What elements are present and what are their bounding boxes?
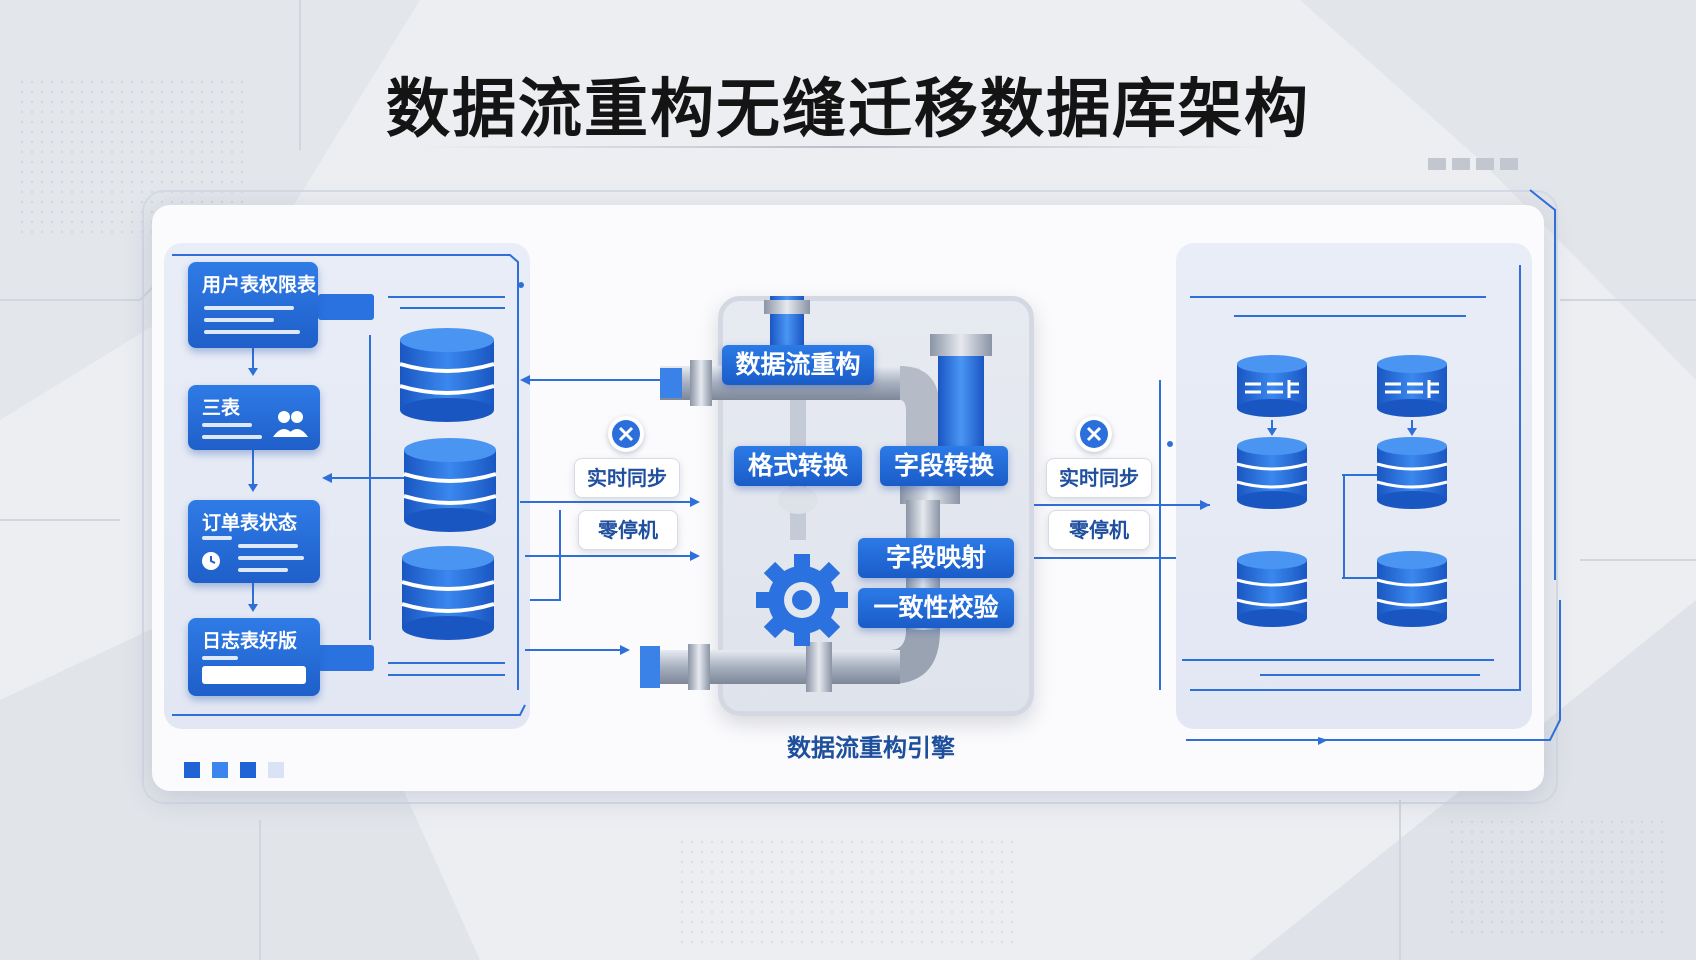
field-mapping-label: 字段映射 [858, 538, 1014, 578]
zero-downtime-chip-right[interactable]: 零停机 [1048, 510, 1150, 550]
pager-dot [268, 762, 284, 778]
gear-icon [756, 554, 848, 646]
database-icon [1237, 355, 1307, 417]
source-table-label: 订单表状态 [202, 512, 298, 534]
panel-frame [142, 190, 1558, 804]
zero-downtime-chip-left[interactable]: 零停机 [578, 510, 678, 550]
page-title: 数据流重构无缝迁移数据库架构 [386, 73, 1310, 147]
source-table-label: 三表 [202, 397, 241, 419]
field-transform-label: 字段转换 [880, 446, 1008, 486]
close-icon[interactable] [608, 416, 644, 452]
database-icon [403, 438, 497, 532]
engine-label-top: 数据流重构 [722, 345, 874, 385]
source-table-card-users[interactable]: 用户表权限表 [188, 262, 318, 348]
pager-dot [240, 762, 256, 778]
database-icon [1376, 551, 1448, 627]
database-icon [1376, 437, 1448, 509]
engine-caption: 数据流重构引擎 [787, 734, 955, 762]
source-table-label: 用户表权限表 [202, 274, 317, 296]
database-icon [1236, 551, 1308, 627]
source-table-card-main[interactable]: 三表 [188, 385, 320, 450]
title-underline [420, 146, 1276, 148]
realtime-sync-chip-left[interactable]: 实时同步 [574, 458, 680, 498]
database-icon [1236, 437, 1308, 509]
database-icon [401, 546, 495, 640]
source-table-card-orders[interactable]: 订单表状态 [188, 500, 320, 583]
realtime-sync-chip-right[interactable]: 实时同步 [1046, 458, 1152, 498]
target-zone [1176, 243, 1532, 729]
database-icon [1377, 355, 1447, 417]
source-table-label: 日志表好版 [202, 630, 298, 652]
pager-dot [184, 762, 200, 778]
source-table-card-logs[interactable]: 日志表好版 [188, 618, 320, 696]
decor-dashes [1428, 158, 1518, 170]
format-transform-label: 格式转换 [734, 446, 862, 486]
database-icon [399, 328, 495, 422]
consistency-check-label: 一致性校验 [858, 588, 1014, 628]
pager-dot [212, 762, 228, 778]
clock-icon [202, 552, 220, 570]
close-icon[interactable] [1076, 416, 1112, 452]
user-group-icon [273, 411, 308, 437]
